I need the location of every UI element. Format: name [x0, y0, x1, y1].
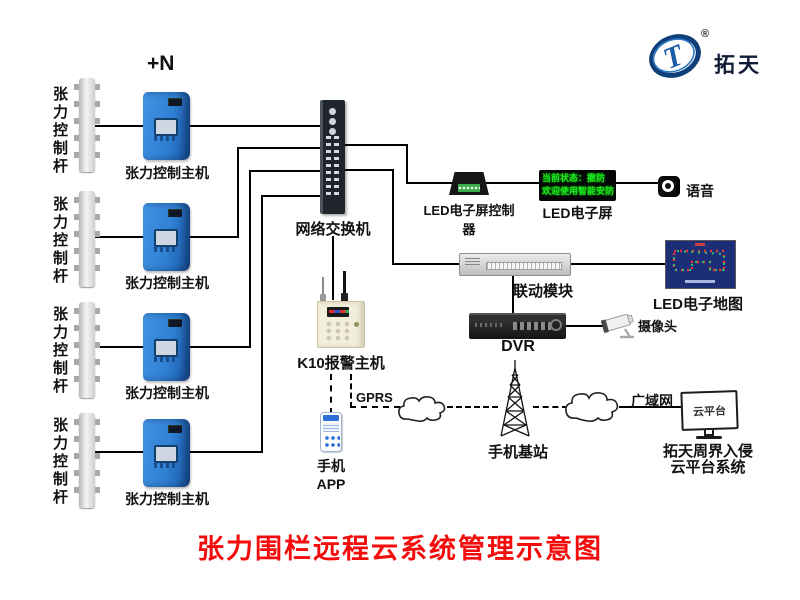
brand-logo: T ® 拓天 [648, 28, 793, 86]
gprs-label: GPRS [356, 390, 393, 405]
connector-line [614, 182, 660, 184]
connector-line [512, 275, 514, 315]
monitor-stand-icon [704, 430, 714, 436]
tension-host-icon [143, 313, 190, 381]
connector-line [344, 144, 408, 146]
tension-host-icon [143, 203, 190, 271]
led-screen-line2: 欢迎使用智能安防 [542, 186, 615, 196]
connector-line [392, 169, 394, 265]
svg-text:T: T [659, 38, 690, 76]
tension-pole-icon [74, 302, 100, 398]
cloud-system-label-line1: 拓天周界入侵 [662, 443, 753, 460]
voice-label: 语音 [686, 183, 714, 199]
brand-logo-icon: T [649, 34, 701, 78]
dvr-icon [469, 313, 566, 339]
connector-line [95, 125, 323, 127]
registered-mark: ® [701, 28, 710, 40]
connector-line-dashed [330, 374, 332, 414]
pole-label: 张力控制杆 [51, 417, 68, 507]
pole-label: 张力控制杆 [51, 306, 68, 396]
tension-host-icon [143, 92, 190, 160]
led-map-icon [665, 240, 736, 289]
linkage-module-icon [459, 253, 571, 276]
monitor-screen-text: 云平台 [692, 404, 727, 419]
monitor-base-icon [696, 436, 722, 439]
linkage-module-label: 联动模块 [513, 283, 574, 300]
phone-app-label: 手机APP [316, 458, 346, 492]
cloud-platform-monitor-icon: 云平台 [680, 390, 739, 431]
phone-icon [320, 412, 342, 452]
host-label: 张力控制主机 [125, 491, 209, 507]
connector-line [249, 170, 251, 348]
camera-label: 摄像头 [638, 319, 678, 334]
connector-line [406, 144, 408, 184]
connector-line-dashed [447, 406, 498, 408]
host-label: 张力控制主机 [125, 385, 209, 401]
speaker-icon [658, 176, 680, 197]
connector-line [237, 147, 239, 238]
antenna-base-icon [341, 293, 348, 302]
tower-icon [500, 360, 530, 437]
brand-name: 拓天 [714, 54, 762, 77]
connector-line [565, 325, 604, 327]
connector-line-dashed [533, 406, 568, 408]
led-screen-label: LED电子屏 [542, 205, 613, 221]
camera-icon [600, 313, 634, 339]
tension-pole-icon [74, 191, 100, 287]
connector-line-dashed [350, 374, 352, 408]
k10-alarm-host-icon [317, 301, 365, 348]
connector-line [486, 182, 540, 184]
base-station-label: 手机基站 [487, 444, 548, 461]
led-screen-line1: 当前状态：撤防 [542, 173, 606, 183]
cloud-icon [565, 392, 619, 422]
connector-line [249, 170, 323, 172]
connector-line [571, 263, 668, 265]
plus-n-annotation: +N [147, 52, 175, 75]
led-controller-icon [449, 172, 489, 195]
connector-line [392, 263, 462, 265]
antenna-icon [322, 277, 324, 302]
pole-label: 张力控制杆 [51, 86, 68, 176]
led-controller-label: LED电子屏控制器 [423, 203, 515, 237]
led-map-label: LED电子地图 [652, 296, 743, 313]
antenna-base-icon [320, 294, 326, 302]
led-screen-icon: 当前状态：撤防 欢迎使用智能安防 [539, 170, 616, 201]
connector-line [261, 195, 263, 453]
dvr-label: DVR [501, 338, 535, 355]
cloud-system-label-line2: 云平台系统 [670, 459, 746, 476]
connector-line [237, 147, 323, 149]
connector-line [619, 406, 682, 408]
host-label: 张力控制主机 [125, 165, 209, 181]
connector-line [344, 169, 394, 171]
k10-label: K10报警主机 [297, 355, 385, 372]
connector-line-dashed [350, 406, 400, 408]
cloud-icon [398, 396, 446, 422]
switch-label: 网络交换机 [295, 221, 371, 238]
tension-pole-icon [74, 78, 100, 172]
antenna-icon [343, 271, 346, 302]
connector-line [332, 236, 334, 300]
connector-line [406, 182, 453, 184]
network-switch-icon [320, 100, 345, 214]
tension-host-icon [143, 419, 190, 487]
page-title: 张力围栏远程云系统管理示意图 [197, 534, 603, 564]
connector-line [261, 195, 323, 197]
pole-label: 张力控制杆 [51, 196, 68, 286]
tension-pole-icon [74, 413, 100, 508]
host-label: 张力控制主机 [125, 275, 209, 291]
wan-label: 广域网 [631, 393, 673, 409]
